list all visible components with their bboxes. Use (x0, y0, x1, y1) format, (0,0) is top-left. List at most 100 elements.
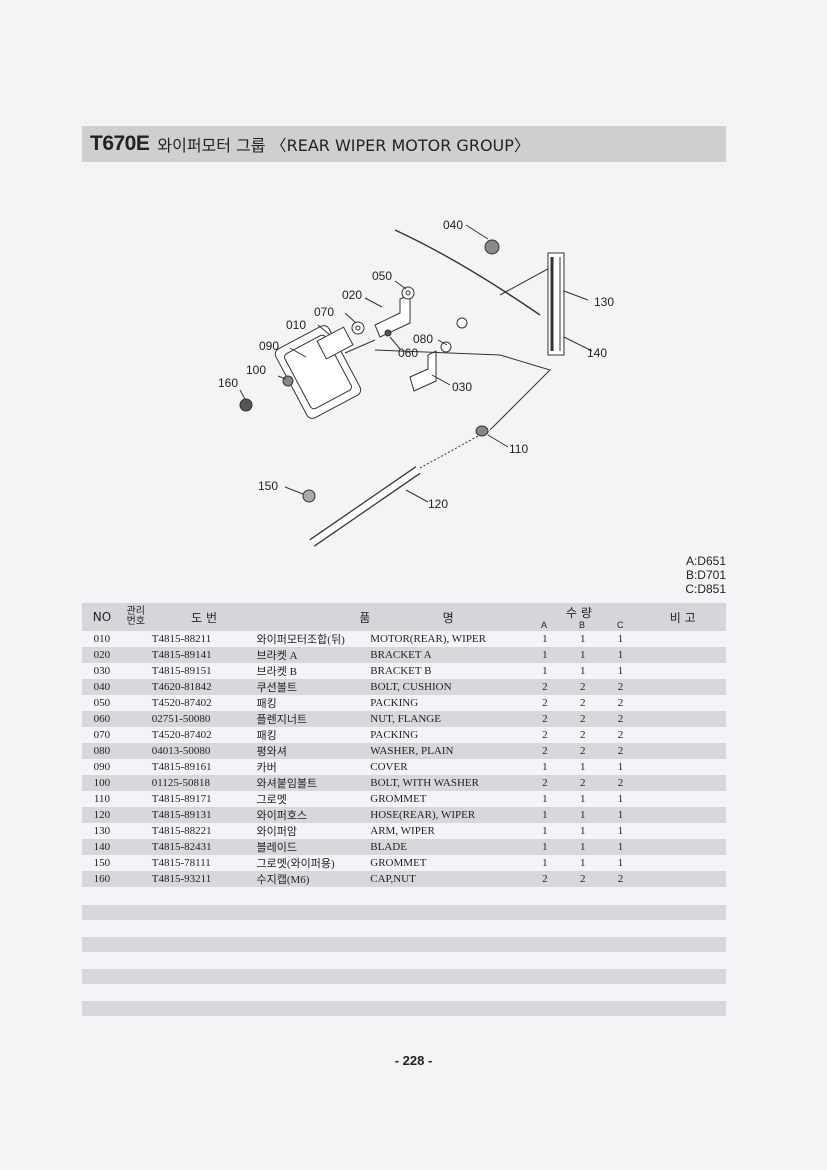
row-qty-b: 2 (563, 775, 602, 791)
callout-110: 110 (509, 442, 528, 456)
row-qty-b: 1 (579, 857, 586, 869)
row-english-name: ARM, WIPER (370, 825, 435, 837)
row-qty-a: 2 (542, 697, 548, 709)
row-note (639, 679, 726, 695)
row-mgmt (122, 791, 150, 807)
row-note (639, 759, 726, 775)
row-no: 160 (82, 871, 122, 887)
row-korean-name: 패킹 (256, 698, 277, 710)
row-qty-b: 2 (579, 697, 586, 709)
row-korean-name: 쿠션볼트 (256, 679, 371, 695)
callout-140: 140 (587, 346, 607, 360)
row-no: 100 (82, 775, 122, 791)
row-note (639, 871, 726, 887)
row-english-name: COVER (370, 761, 408, 773)
row-no: 060 (82, 711, 122, 727)
row-english-name: MOTOR(REAR), WIPER (370, 633, 486, 645)
row-qty-c: 1 (601, 839, 640, 855)
row-no: 070 (93, 729, 111, 741)
row-english-name: CAP,NUT (370, 871, 527, 887)
row-english-name: BRACKET B (370, 665, 432, 677)
row-korean-name: 카버 (256, 762, 277, 774)
row-mgmt (122, 663, 150, 679)
row-note (639, 631, 726, 647)
row-qty-c: 1 (617, 857, 624, 869)
callout-160: 160 (218, 376, 238, 390)
row-qty-a: 1 (526, 647, 564, 663)
row-part-no: 01125-50818 (149, 775, 257, 791)
header-qty: 수 량 A B C (526, 603, 640, 631)
row-qty-a: 1 (526, 807, 564, 823)
callout-130: 130 (594, 295, 614, 309)
row-qty-a: 2 (526, 743, 564, 759)
header-name-left: 품 (256, 603, 371, 631)
callout-070: 070 (314, 305, 334, 319)
row-qty-a: 1 (542, 793, 548, 805)
row-english-name: WASHER, PLAIN (370, 743, 527, 759)
row-qty-b: 1 (579, 793, 586, 805)
row-qty-a: 2 (526, 871, 564, 887)
row-english-name: GROMMET (370, 857, 427, 869)
row-korean-name: 와이퍼암 (256, 826, 297, 838)
row-part-no: T4815-89131 (149, 807, 257, 823)
row-korean-name: 브라켓 B (256, 666, 297, 678)
row-note (639, 647, 726, 663)
callout-040: 040 (443, 218, 463, 232)
row-note (639, 663, 726, 679)
row-mgmt (121, 807, 150, 823)
row-part-no: T4815-89141 (149, 647, 257, 663)
row-part-no: T4815-89151 (151, 665, 212, 677)
row-qty-a: 2 (526, 679, 564, 695)
row-qty-a: 2 (542, 729, 548, 741)
header-qty-b: B (579, 620, 586, 630)
header-mgmt: 관리 번호 (121, 603, 150, 631)
row-qty-b: 1 (579, 633, 586, 645)
exploded-parts-diagram: 040 050 020 070 010 090 100 160 080 060 … (218, 218, 614, 547)
row-qty-c: 1 (617, 633, 624, 645)
group-title: 와이퍼모터 그룹 〈REAR WIPER MOTOR GROUP〉 (157, 136, 530, 155)
row-no: 110 (93, 793, 110, 805)
row-qty-c: 2 (601, 743, 640, 759)
row-english-name: HOSE(REAR), WIPER (370, 807, 527, 823)
row-no: 050 (93, 697, 111, 709)
row-english-name: GROMMET (370, 793, 427, 805)
row-english-name: BOLT, CUSHION (370, 679, 527, 695)
row-mgmt (122, 727, 150, 743)
row-korean-name: 와이퍼모터조합(뒤) (256, 634, 345, 646)
row-qty-c: 2 (601, 711, 640, 727)
row-no: 150 (93, 857, 111, 869)
row-korean-name: 패킹 (256, 730, 277, 742)
empty-row-band (82, 905, 726, 920)
row-note (639, 775, 726, 791)
header-qty-c: C (617, 620, 624, 630)
row-no: 010 (93, 633, 111, 645)
row-qty-c: 2 (617, 729, 624, 741)
row-mgmt (121, 679, 150, 695)
row-qty-a: 1 (542, 761, 548, 773)
row-qty-c: 1 (617, 665, 624, 677)
row-note (639, 791, 726, 807)
row-english-name: BOLT, WITH WASHER (370, 775, 527, 791)
row-mgmt (122, 823, 150, 839)
row-part-no: T4815-89161 (151, 761, 212, 773)
callout-020: 020 (342, 288, 362, 302)
header-qty-label: 수 량 (566, 606, 592, 620)
callout-080: 080 (413, 332, 433, 346)
callout-030: 030 (452, 380, 472, 394)
row-qty-c: 1 (601, 647, 640, 663)
header-qty-a: A (541, 620, 548, 630)
row-qty-b: 2 (579, 729, 586, 741)
callout-090: 090 (259, 339, 279, 353)
row-note (639, 743, 726, 759)
row-part-no: T4520-87402 (151, 697, 212, 709)
